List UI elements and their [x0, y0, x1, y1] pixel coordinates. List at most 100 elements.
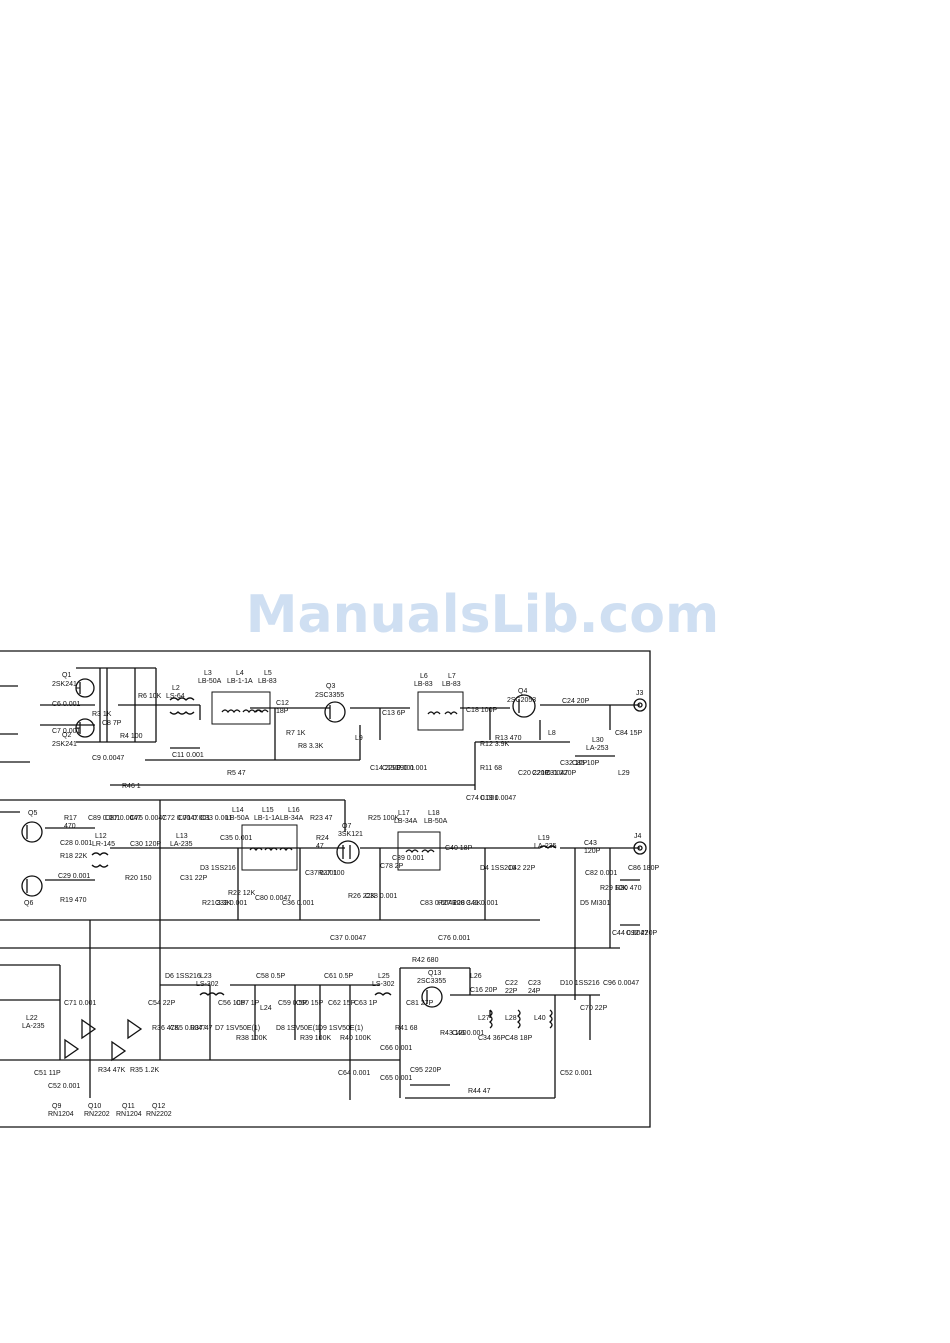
component-labels: Q1 2SK241 Q2 2SK241 C6 0.001 C7 0.001 R3…	[22, 670, 659, 1118]
l19-coil	[539, 845, 557, 849]
d10-label: D10 1SS216	[560, 980, 600, 987]
l18-label: L18	[428, 810, 440, 817]
c43-label: C43	[584, 840, 597, 847]
c22-value-label: 22P	[505, 988, 518, 995]
q6-transistor	[21, 875, 43, 897]
q9-label: Q9	[52, 1103, 61, 1110]
c66-label: C66 0.001	[380, 1045, 412, 1052]
r38-label: R38 100K	[236, 1035, 267, 1042]
l22-label: L22	[26, 1015, 38, 1022]
l8-label: L8	[548, 730, 556, 737]
l3-label: L3	[204, 670, 212, 677]
d9-label: D9 1SV50E(1)	[318, 1025, 363, 1032]
l15-label: L15	[262, 807, 274, 814]
c34-label: C34 36P	[478, 1035, 506, 1042]
q4-transistor	[512, 694, 536, 718]
l23-label: L23	[200, 973, 212, 980]
c63-label: C63 1P	[354, 1000, 378, 1007]
r27b-label: R27 100	[438, 900, 465, 907]
c71b-label: C71 0.001	[64, 1000, 96, 1007]
c85-label: C85 10P	[572, 760, 600, 767]
l4-label: L4	[236, 670, 244, 677]
q7-part-label: 3SK121	[338, 831, 363, 838]
l40-label: L40	[534, 1015, 546, 1022]
l29-label: L29	[618, 770, 630, 777]
l28-label: L28	[505, 1015, 517, 1022]
l25-coil	[374, 992, 392, 996]
l12-part-label: LR-145	[92, 841, 115, 848]
q10-transistor	[81, 1018, 97, 1040]
r29-label: R29 10K	[600, 885, 628, 892]
r26-label: R26 22K	[348, 893, 376, 900]
r28-label: R28 3.3K	[452, 900, 482, 907]
r37-label: R37 47	[190, 1025, 213, 1032]
d6-label: D6 1SS216	[165, 973, 201, 980]
q11-label: Q11	[122, 1103, 135, 1110]
r27-label: R27 100	[318, 870, 345, 877]
r7-label: R7 1K	[286, 730, 306, 737]
c43-value-label: 120P	[584, 848, 601, 855]
q4-part-label: 2SC2053	[507, 697, 536, 704]
c71-label: C71 0.001	[178, 815, 210, 822]
c38-label: C38 0.001	[365, 893, 397, 900]
r23-label: R23 47	[310, 815, 333, 822]
c83-label: C83 0.0047	[420, 900, 456, 907]
c70-label: C70 22P	[580, 1005, 608, 1012]
l17-part-label: LB-34A	[394, 818, 418, 825]
c92-label: C92 220P	[626, 930, 657, 937]
q10-part-label: RN2202	[84, 1111, 110, 1118]
c12-value-label: 18P	[276, 708, 289, 715]
c57-label: C57 1P	[236, 1000, 260, 1007]
q13-label: Q13	[428, 970, 441, 977]
c65-label: C65 0.001	[380, 1075, 412, 1082]
r21-label: R21 3.3K	[202, 900, 232, 907]
manualslib-watermark: ManualsLib.com	[245, 585, 720, 645]
c78-label: C78 2P	[380, 863, 404, 870]
l24-label: L24	[260, 1005, 272, 1012]
r3-label: R3 1K	[92, 711, 112, 718]
c96-label: C96 0.0047	[603, 980, 639, 987]
q5-transistor	[21, 821, 43, 843]
q11-part-label: RN1204	[116, 1111, 142, 1118]
c81-label: C81 27P	[406, 1000, 434, 1007]
l16-label: L16	[288, 807, 300, 814]
l15-part-label: LB-1-1A	[254, 815, 280, 822]
r17-value-label: 470	[64, 823, 76, 830]
r11-label: R11 68	[480, 765, 502, 772]
q4-label: Q4	[518, 688, 527, 695]
c54-label: C54 22P	[148, 1000, 176, 1007]
j4-label: J4	[634, 833, 642, 840]
r42-label: R42 680	[412, 957, 439, 964]
c30-label: C30 120P	[130, 841, 161, 848]
r8-label: R8 3.3K	[298, 743, 324, 750]
r36-label: R36 47K	[152, 1025, 180, 1032]
q9-transistor	[64, 1038, 80, 1060]
c51-label: C51 11P	[34, 1070, 61, 1077]
q10-label: Q10	[88, 1103, 101, 1110]
c31-label: C31 220P	[545, 770, 576, 777]
c52-label: C52 0.001	[48, 1083, 80, 1090]
c62-label: C62 15P	[328, 1000, 356, 1007]
q2-part-label: 2SK241	[52, 741, 77, 748]
d5-label: D5 MI301	[580, 900, 610, 907]
l3-part-label: LB-50A	[198, 678, 222, 685]
c12-label: C12	[276, 700, 289, 707]
c75-label: C75 0.0047	[130, 815, 166, 822]
l9-label: L9	[355, 735, 363, 742]
l5-label: L5	[264, 670, 272, 677]
l13-part-label: LA-235	[170, 841, 193, 848]
l17-l18-coil-box	[397, 831, 441, 871]
c40-label: C40 18P	[445, 845, 473, 852]
j3-connector	[633, 698, 647, 712]
c80-label: C80 0.0047	[255, 895, 291, 902]
c56-label: C56 10P	[218, 1000, 246, 1007]
r22-label: R22 12K	[228, 890, 256, 897]
l14-part-label: LB-50A	[226, 815, 250, 822]
c7-label: C7 0.001	[52, 728, 81, 735]
r4-label: R4 100	[120, 733, 143, 740]
d4-label: D4 1SS216	[480, 865, 516, 872]
c95-label: C95 220P	[410, 1067, 441, 1074]
l25-part-label: LS-302	[372, 981, 395, 988]
r44-label: R44 47	[468, 1088, 491, 1095]
q13-transistor	[421, 986, 443, 1008]
